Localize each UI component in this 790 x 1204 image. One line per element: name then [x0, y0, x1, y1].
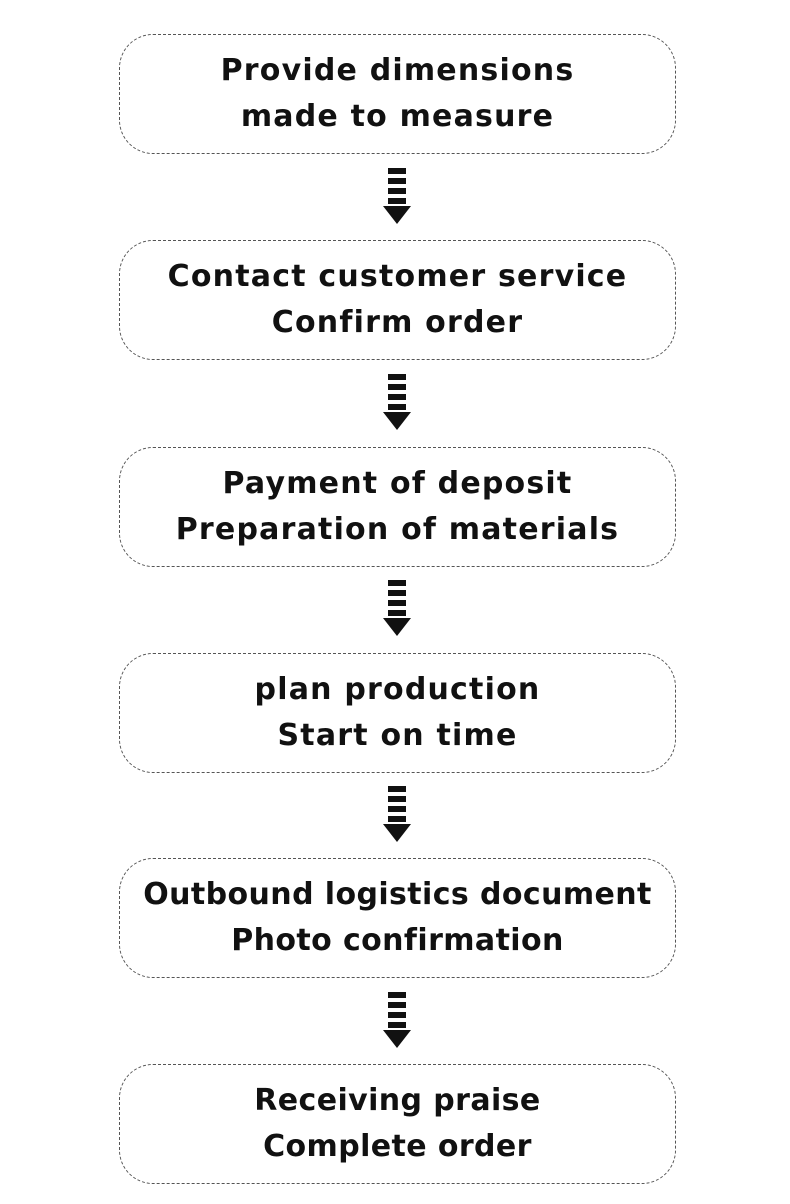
step-plan-production: plan production Start on time [119, 653, 676, 773]
step-provide-dimensions: Provide dimensions made to measure [119, 34, 676, 154]
step-line: Provide dimensions [220, 53, 575, 88]
step-payment-of-deposit: Payment of deposit Preparation of materi… [119, 447, 676, 567]
step-line: plan production [254, 672, 541, 707]
step-line: Contact customer service [167, 259, 628, 294]
down-arrow-icon [383, 374, 411, 430]
down-arrow-icon [383, 168, 411, 224]
step-line: Confirm order [271, 305, 524, 340]
step-line: Receiving praise [254, 1083, 541, 1118]
step-contact-customer-service: Contact customer service Confirm order [119, 240, 676, 360]
step-line: Preparation of materials [175, 512, 620, 547]
step-line: Photo confirmation [231, 923, 564, 958]
step-outbound-logistics: Outbound logistics document Photo confir… [119, 858, 676, 978]
step-line: Complete order [263, 1129, 532, 1164]
step-line: Start on time [277, 718, 518, 753]
step-line: Outbound logistics document [143, 877, 652, 912]
down-arrow-icon [383, 786, 411, 842]
down-arrow-icon [383, 580, 411, 636]
step-line: Payment of deposit [222, 466, 573, 501]
down-arrow-icon [383, 992, 411, 1048]
step-line: made to measure [240, 99, 555, 134]
step-receiving-praise: Receiving praise Complete order [119, 1064, 676, 1184]
